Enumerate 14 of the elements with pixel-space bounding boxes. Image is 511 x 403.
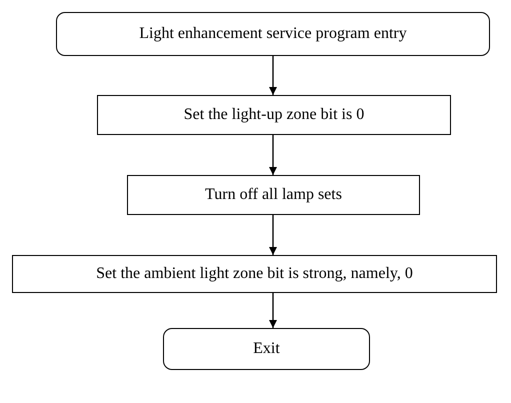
process-box	[12, 255, 497, 293]
arrow	[269, 293, 277, 328]
terminal-box	[163, 328, 370, 370]
box-text: Turn off all lamp sets	[205, 186, 342, 204]
arrow	[269, 135, 277, 175]
box-text: Exit	[253, 340, 280, 358]
process-box	[97, 95, 451, 135]
terminal-box	[56, 12, 490, 56]
box-text: Light enhancement service program entry	[139, 25, 407, 43]
process-box	[127, 175, 420, 215]
arrow	[269, 215, 277, 255]
box-text: Set the ambient light zone bit is strong, namely, 0	[96, 265, 413, 283]
arrow	[269, 56, 277, 95]
box-text: Set the light-up zone bit is 0	[184, 106, 364, 124]
